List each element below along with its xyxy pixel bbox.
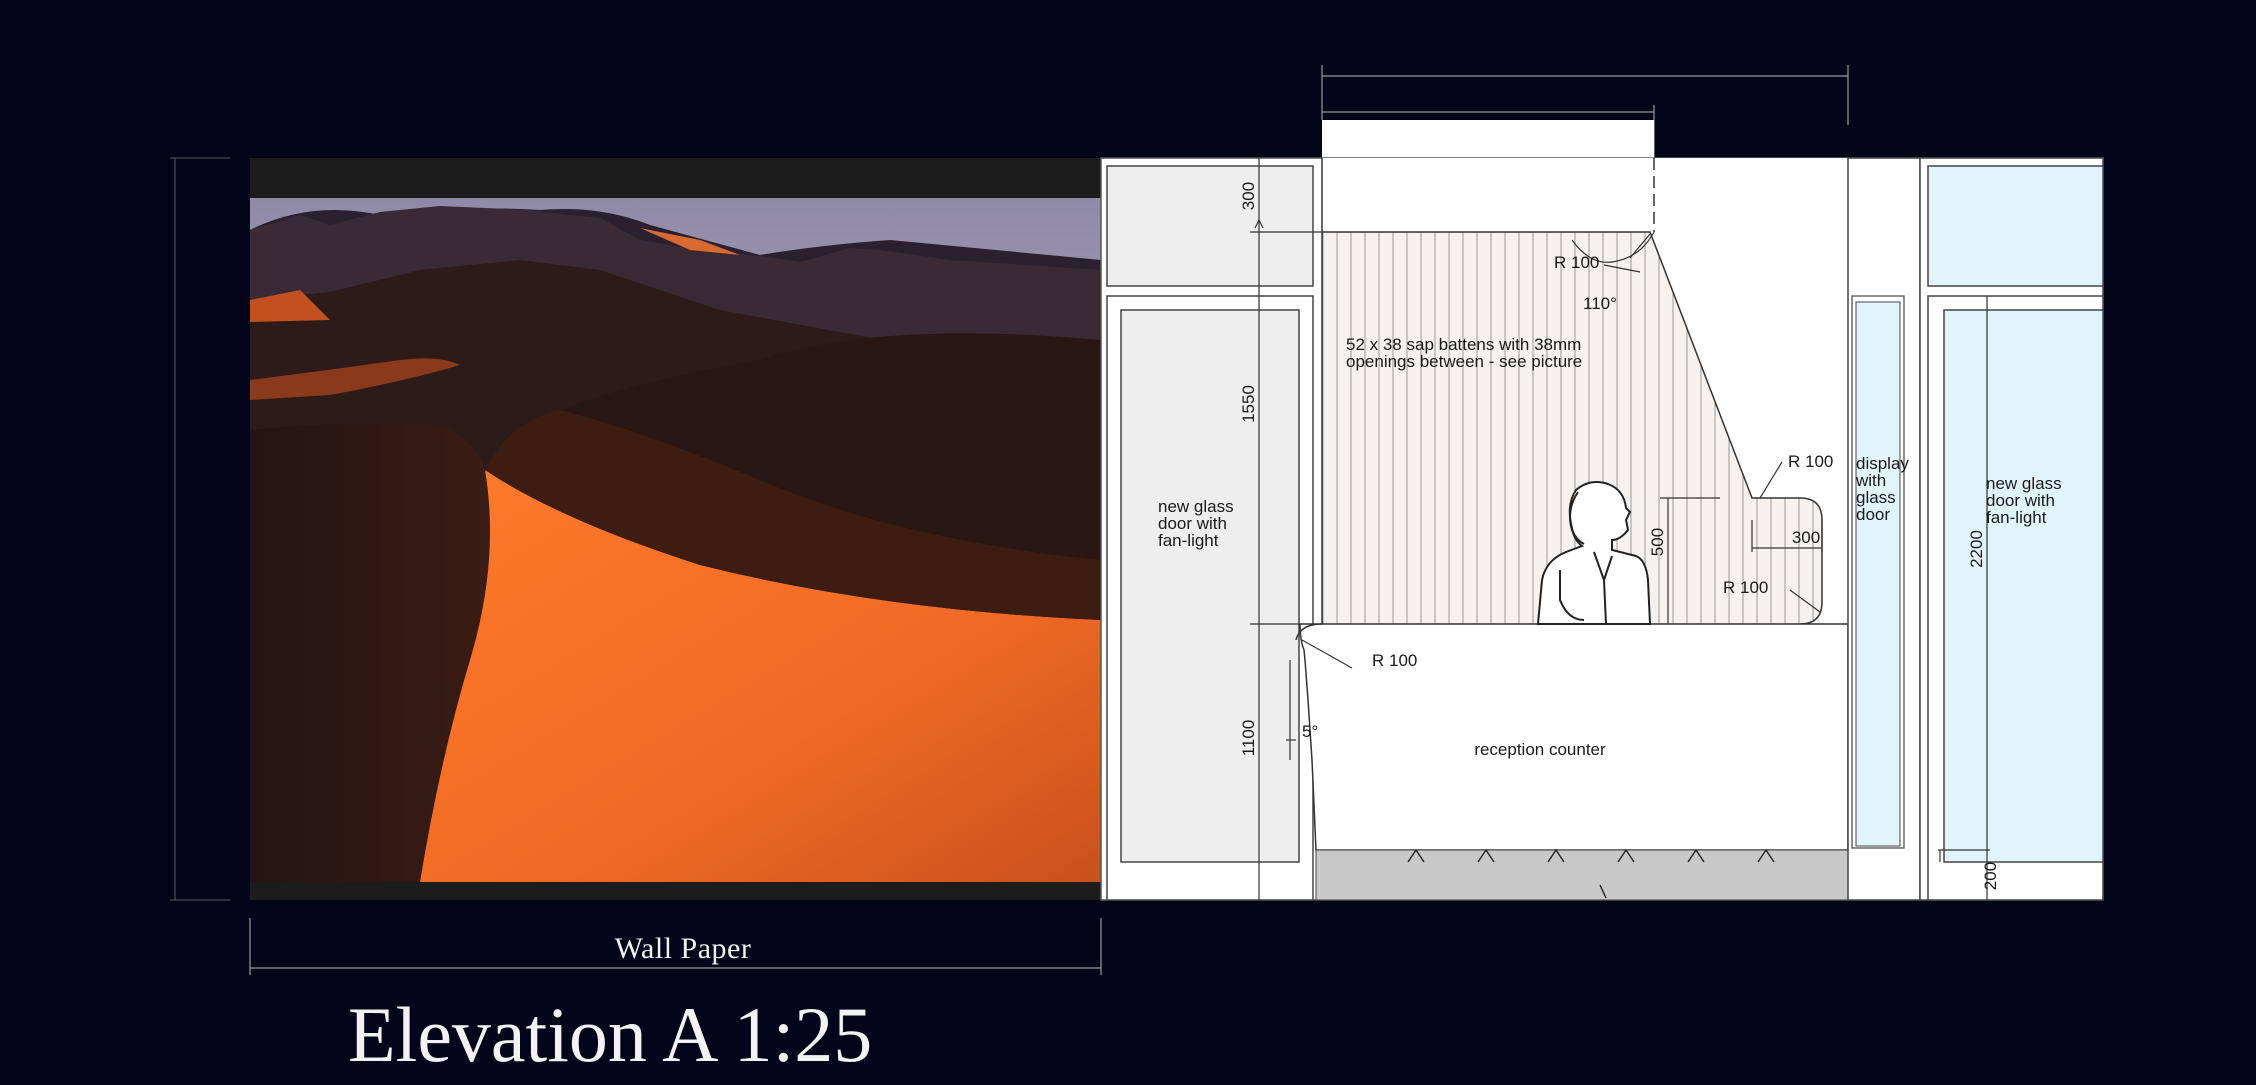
display-note-line3: glass — [1856, 488, 1896, 507]
left-door-note-line3: fan-light — [1158, 531, 1219, 550]
dim-shelf-depth: 300 — [1792, 528, 1820, 547]
counter-tilt-label: 5° — [1302, 722, 1318, 741]
plinth-arrows — [1407, 848, 1775, 899]
display-note-line1: display — [1856, 454, 1909, 473]
radius-counter-label: R 100 — [1372, 651, 1417, 670]
left-fanlight — [1106, 165, 1314, 287]
elevation-title: Elevation A 1:25 — [348, 991, 873, 1078]
battens-note-line2: openings between - see picture — [1346, 352, 1582, 371]
wallpaper-photo — [250, 158, 1101, 900]
right-door-note-line3: fan-light — [1986, 508, 2047, 527]
left-door-note-line2: door with — [1158, 514, 1227, 533]
battens-note-line1: 52 x 38 sap battens with 38mm — [1346, 335, 1581, 354]
right-fanlight — [1927, 165, 2104, 287]
left-glass-door — [1120, 309, 1300, 863]
elevation-sheet — [1100, 157, 2104, 901]
header-box — [1322, 120, 1654, 158]
wallpaper-label: Wall Paper — [614, 932, 752, 965]
display-note-line4: door — [1856, 505, 1890, 524]
radius-shelf-bottom-label: R 100 — [1723, 578, 1768, 597]
radius-top-label: R 100 — [1554, 253, 1599, 272]
radius-shelf-top-label: R 100 — [1788, 452, 1833, 471]
counter-plinth — [1315, 849, 1849, 901]
internal-dimensions — [1250, 158, 1990, 900]
dim-counter-height: 1100 — [1239, 720, 1258, 757]
right-door-note-line1: new glass — [1986, 474, 2062, 493]
right-glass-door — [1943, 309, 2104, 863]
right-door-note-line2: door with — [1986, 491, 2055, 510]
slope-angle-label: 110° — [1583, 294, 1617, 313]
dim-top-height: 300 — [1239, 182, 1258, 210]
dim-door-height: 2200 — [1967, 530, 1986, 568]
dim-upper-height: 1550 — [1239, 385, 1258, 423]
display-note-line2: with — [1855, 471, 1886, 490]
left-height-dimension — [170, 157, 230, 901]
display-glass-door — [1855, 301, 1901, 847]
dim-base-height: 200 — [1981, 862, 2000, 890]
left-door-note-line1: new glass — [1158, 497, 1234, 516]
person-figure — [1536, 481, 1652, 625]
reception-counter-label: reception counter — [1474, 740, 1606, 759]
wallpaper-dimension — [249, 918, 1102, 975]
dim-person-height: 500 — [1648, 528, 1667, 556]
